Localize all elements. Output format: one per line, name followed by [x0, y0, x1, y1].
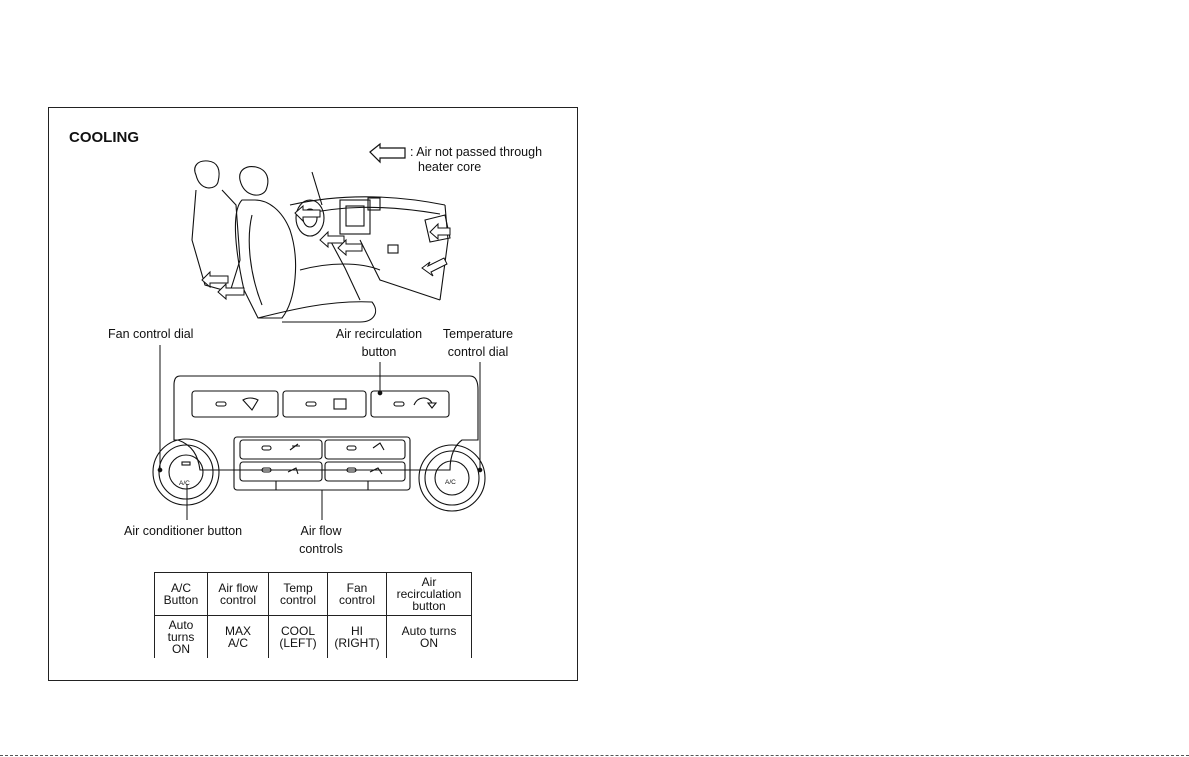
leader-lines: [160, 345, 480, 520]
legend-line-2: heater core: [410, 160, 542, 175]
table-cell: MAX A/C: [208, 616, 269, 659]
legend-text: : Air not passed through heater core: [410, 145, 542, 175]
climate-control-panel: [153, 376, 485, 511]
table-header-cell: Air flow control: [208, 573, 269, 616]
page-bottom-rule: [0, 755, 1189, 756]
hollow-arrow-left-icon: [370, 144, 405, 162]
table-header-cell: Temp control: [269, 573, 328, 616]
left-knob-label: A/C: [179, 476, 190, 492]
callout-airflow-line2: controls: [286, 541, 356, 557]
right-knob-label: A/C: [445, 475, 456, 491]
table-cell: Auto turns ON: [387, 616, 472, 659]
airflow-floor-button: [240, 462, 322, 481]
callout-airflow-line1: Air flow: [286, 523, 356, 539]
table-cell: COOL (LEFT): [269, 616, 328, 659]
airflow-vent-button: [240, 440, 322, 459]
callout-temp-line1: Temperature: [436, 326, 520, 342]
callout-fan-control-dial: Fan control dial: [108, 326, 193, 342]
callout-temp-line2: control dial: [436, 344, 520, 360]
table-header-cell: Air recirculation button: [387, 573, 472, 616]
callout-recirc-line2: button: [328, 344, 430, 360]
table-header-row: A/C Button Air flow control Temp control…: [155, 573, 472, 616]
airflow-bilevel-button: [325, 440, 405, 459]
air-recirculation-button: [371, 391, 449, 417]
rear-defroster-button: [283, 391, 366, 417]
front-defrost-icon: [243, 398, 258, 410]
table-cell: HI (RIGHT): [328, 616, 387, 659]
recirculation-icon: [414, 398, 436, 408]
table-header-cell: Fan control: [328, 573, 387, 616]
table-cell: Auto turns ON: [155, 616, 208, 659]
table-header-cell: A/C Button: [155, 573, 208, 616]
front-defroster-button: [192, 391, 278, 417]
callout-recirc-line1: Air recirculation: [328, 326, 430, 342]
callout-air-conditioner-button: Air conditioner button: [124, 523, 242, 539]
rear-defrost-icon: [334, 399, 346, 409]
cooling-settings-table: A/C Button Air flow control Temp control…: [154, 572, 472, 658]
legend-line-1: : Air not passed through: [410, 145, 542, 160]
airflow-floor-defrost-button: [325, 462, 405, 481]
table-row: Auto turns ON MAX A/C COOL (LEFT) HI (RI…: [155, 616, 472, 659]
fan-control-dial: [153, 439, 219, 505]
